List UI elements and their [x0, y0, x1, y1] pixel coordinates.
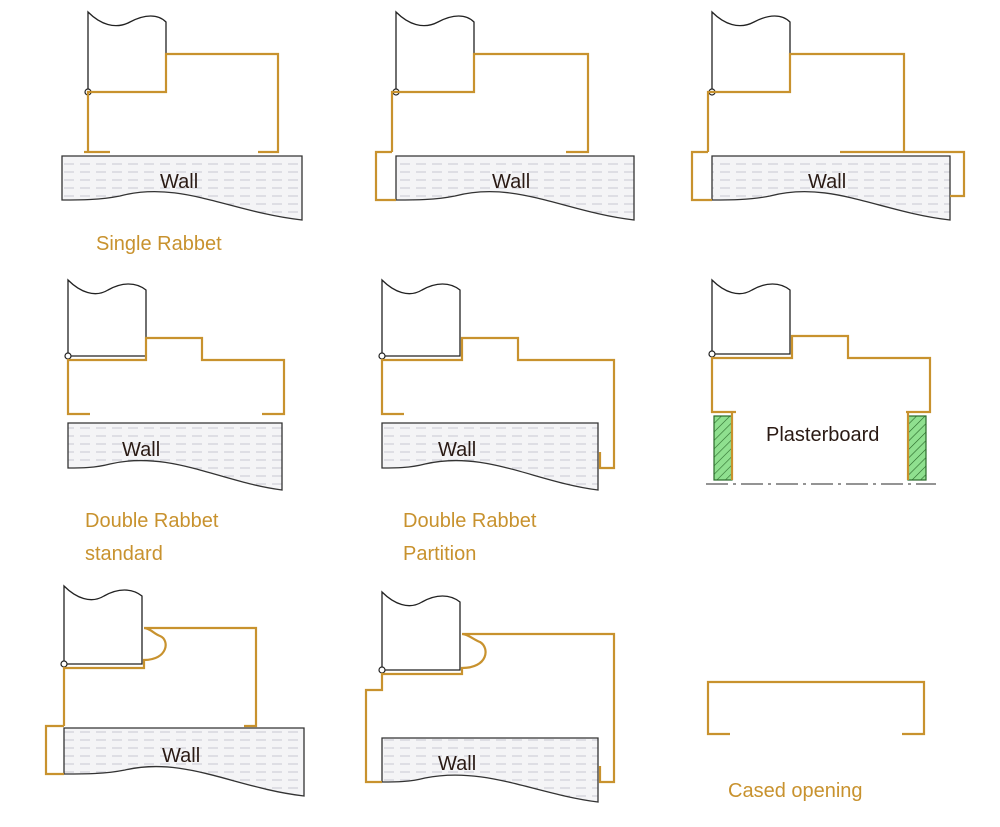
hinge-icon	[64, 352, 72, 360]
door-frame	[380, 336, 616, 470]
door-frame	[44, 626, 258, 776]
wall-label: Wall	[122, 439, 160, 461]
plasterboard-label: Plasterboard	[766, 424, 879, 446]
profile-rounded-rabbet-wrap: Wall	[44, 584, 305, 797]
profile-single-rabbet-wrap-both-sides: Wall	[690, 10, 966, 221]
caption-single-rabbet: Single Rabbet	[96, 233, 222, 255]
door-leaf	[87, 10, 167, 93]
plasterboard-right	[907, 415, 927, 481]
door-leaf	[395, 10, 475, 93]
door-leaf	[67, 278, 147, 357]
wall-label: Wall	[162, 745, 200, 767]
profile-cased-opening: Cased opening	[706, 680, 926, 802]
wall-section	[711, 155, 951, 221]
caption-double-rabbet-partition-line1: Double Rabbet	[403, 510, 537, 532]
profile-double-rabbet-standard: Wall Double Rabbet standard	[64, 278, 286, 565]
wall-label: Wall	[438, 439, 476, 461]
wall-section	[381, 737, 599, 803]
wall-label: Wall	[438, 753, 476, 775]
door-frame	[364, 632, 616, 784]
door-leaf	[711, 10, 791, 93]
door-frame	[66, 336, 286, 416]
caption-double-rabbet-standard-line2: standard	[85, 543, 163, 565]
frame-return-legs	[730, 412, 910, 480]
wall-label: Wall	[808, 171, 846, 193]
door-leaf	[63, 584, 143, 665]
hinge-icon	[60, 660, 68, 668]
wall-section	[67, 422, 283, 491]
door-frame	[706, 680, 926, 736]
plasterboard-left	[713, 415, 733, 481]
profile-single-rabbet: Wall Single Rabbet	[61, 10, 303, 255]
door-frame	[710, 334, 932, 414]
profile-rounded-rabbet-partition: Wall	[364, 590, 616, 803]
hinge-icon	[708, 350, 716, 358]
door-leaf	[381, 278, 461, 357]
profile-double-rabbet-partition: Wall Double Rabbet Partition	[378, 278, 616, 565]
hinge-icon	[378, 666, 386, 674]
profile-plasterboard: Plasterboard	[706, 278, 936, 485]
caption-double-rabbet-partition-line2: Partition	[403, 543, 476, 565]
profile-single-rabbet-wrap-one-side: Wall	[374, 10, 635, 221]
door-frame	[374, 52, 590, 202]
door-leaf	[711, 278, 791, 355]
wall-label: Wall	[160, 171, 198, 193]
wall-section	[381, 422, 599, 491]
caption-double-rabbet-standard-line1: Double Rabbet	[85, 510, 219, 532]
wall-section	[61, 155, 303, 221]
wall-label: Wall	[492, 171, 530, 193]
caption-cased-opening: Cased opening	[728, 780, 863, 802]
wall-section	[395, 155, 635, 221]
door-leaf	[381, 590, 461, 671]
door-frame	[84, 52, 280, 154]
wall-section	[63, 727, 305, 797]
hinge-icon	[378, 352, 386, 360]
door-frame	[690, 52, 966, 202]
